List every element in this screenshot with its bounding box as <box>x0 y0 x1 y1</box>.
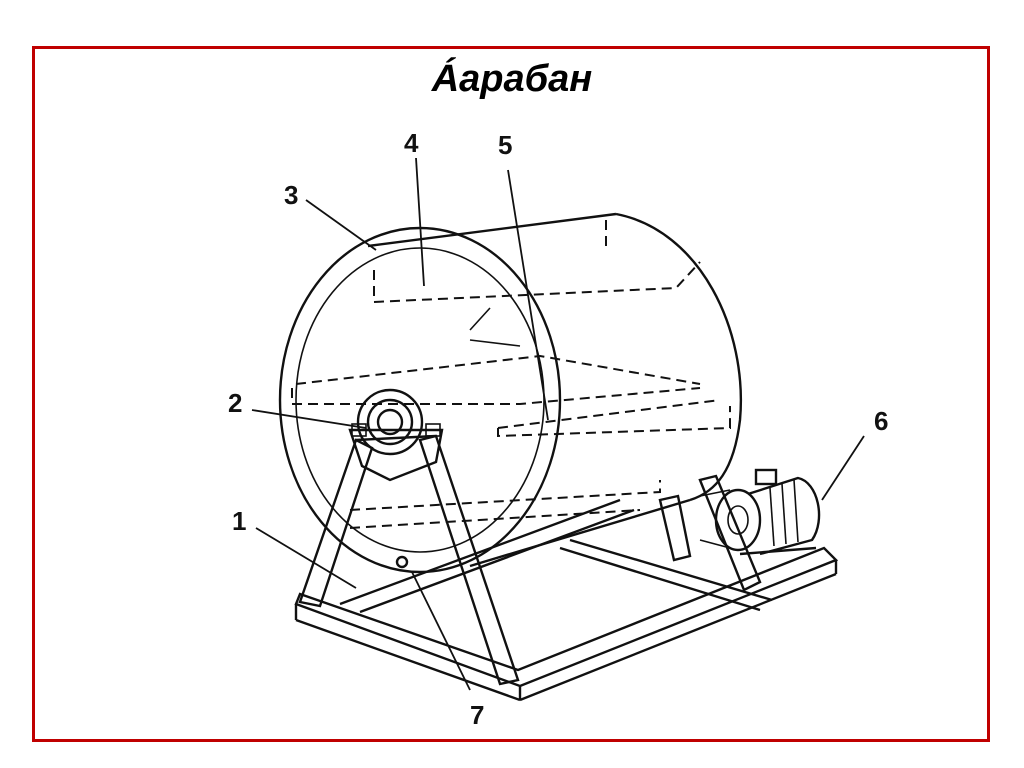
callout-2: 2 <box>228 388 242 418</box>
callout-3: 3 <box>284 180 298 210</box>
callout-7: 7 <box>470 700 484 730</box>
bearing-housing <box>348 388 444 482</box>
callout-1: 1 <box>232 506 246 536</box>
drum <box>278 212 743 574</box>
electric-motor <box>699 468 821 556</box>
drain-hole <box>395 555 409 569</box>
callout-5: 5 <box>498 130 512 160</box>
base-frame <box>294 498 839 702</box>
callout-6: 6 <box>874 406 888 436</box>
callout-4: 4 <box>404 128 419 158</box>
leader-lines <box>251 157 865 691</box>
slide-title: Áарабан <box>431 58 593 100</box>
slide-frame <box>32 46 990 742</box>
